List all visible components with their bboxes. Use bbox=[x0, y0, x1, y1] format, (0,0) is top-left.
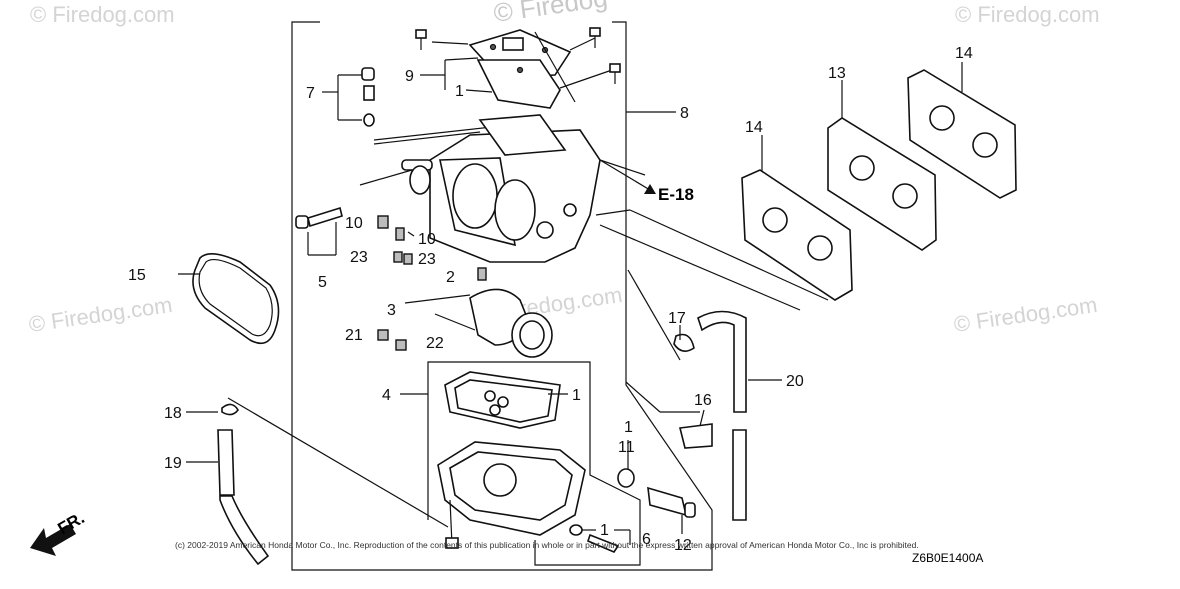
callout-1-top: 1 bbox=[455, 83, 464, 100]
callout-19: 19 bbox=[164, 455, 182, 472]
callout-11: 11 bbox=[618, 439, 635, 456]
fuel-hose bbox=[625, 269, 747, 521]
callout-17: 17 bbox=[668, 310, 686, 327]
callout-23-a: 23 bbox=[350, 249, 368, 266]
front-direction-arrow: FR. bbox=[30, 508, 88, 556]
float-bowl bbox=[437, 371, 586, 549]
callout-1-solenoid: 1 bbox=[624, 419, 633, 436]
top-cover bbox=[431, 29, 613, 109]
carburetor-body bbox=[359, 114, 646, 263]
cover-screws bbox=[415, 27, 621, 84]
watermark-top-left: © Firedog.com bbox=[30, 2, 175, 27]
reference-arrow bbox=[599, 159, 656, 194]
callout-14-left: 14 bbox=[745, 119, 763, 136]
callout-10-a: 10 bbox=[345, 215, 363, 232]
callout-3: 3 bbox=[387, 302, 396, 319]
seal-ring bbox=[192, 253, 280, 345]
callout-9: 9 bbox=[405, 68, 414, 85]
callout-23-b: 23 bbox=[418, 251, 436, 268]
watermark-mid-right: © Firedog.com bbox=[952, 292, 1099, 337]
pilot-screw bbox=[295, 206, 343, 256]
drain-screw bbox=[569, 524, 620, 553]
callout-22: 22 bbox=[426, 335, 444, 352]
float bbox=[404, 288, 553, 358]
callout-8: 8 bbox=[680, 105, 689, 122]
callout-6: 6 bbox=[642, 531, 651, 548]
callout-10-b: 10 bbox=[418, 231, 436, 248]
fuel-cut-solenoid bbox=[617, 468, 696, 534]
watermark-mid-left: © Firedog.com bbox=[27, 292, 174, 337]
callout-15: 15 bbox=[128, 267, 146, 284]
callout-4: 4 bbox=[382, 387, 391, 404]
diagram-code: Z6B0E1400A bbox=[912, 551, 983, 565]
callout-labels: 9 1 7 8 E-18 10 10 23 23 2 5 3 21 22 15 … bbox=[128, 45, 973, 554]
callout-1-drain: 1 bbox=[600, 522, 609, 539]
small-jets bbox=[377, 215, 487, 281]
watermark-top-center: © Firedog bbox=[492, 0, 610, 28]
callout-14-right: 14 bbox=[955, 45, 973, 62]
callout-16: 16 bbox=[694, 392, 712, 409]
callout-18: 18 bbox=[164, 405, 182, 422]
callout-21: 21 bbox=[345, 327, 363, 344]
assembly-outline bbox=[291, 21, 713, 571]
callout-12: 12 bbox=[674, 537, 692, 554]
callout-20: 20 bbox=[786, 373, 804, 390]
callout-13: 13 bbox=[828, 65, 846, 82]
watermark-top-right: © Firedog.com bbox=[955, 2, 1100, 27]
copyright-notice: (c) 2002-2019 American Honda Motor Co., … bbox=[175, 540, 919, 550]
callout-2: 2 bbox=[446, 269, 455, 286]
drain-screws bbox=[377, 329, 407, 351]
insulator-gaskets bbox=[599, 69, 1017, 311]
callout-7: 7 bbox=[306, 85, 315, 102]
vent-tube bbox=[217, 397, 449, 566]
leader-lines bbox=[178, 57, 963, 545]
callout-5: 5 bbox=[318, 274, 327, 291]
reference-e18: E-18 bbox=[658, 185, 694, 204]
float-chamber-outline bbox=[427, 361, 641, 566]
callout-1-gasket: 1 bbox=[572, 387, 581, 404]
